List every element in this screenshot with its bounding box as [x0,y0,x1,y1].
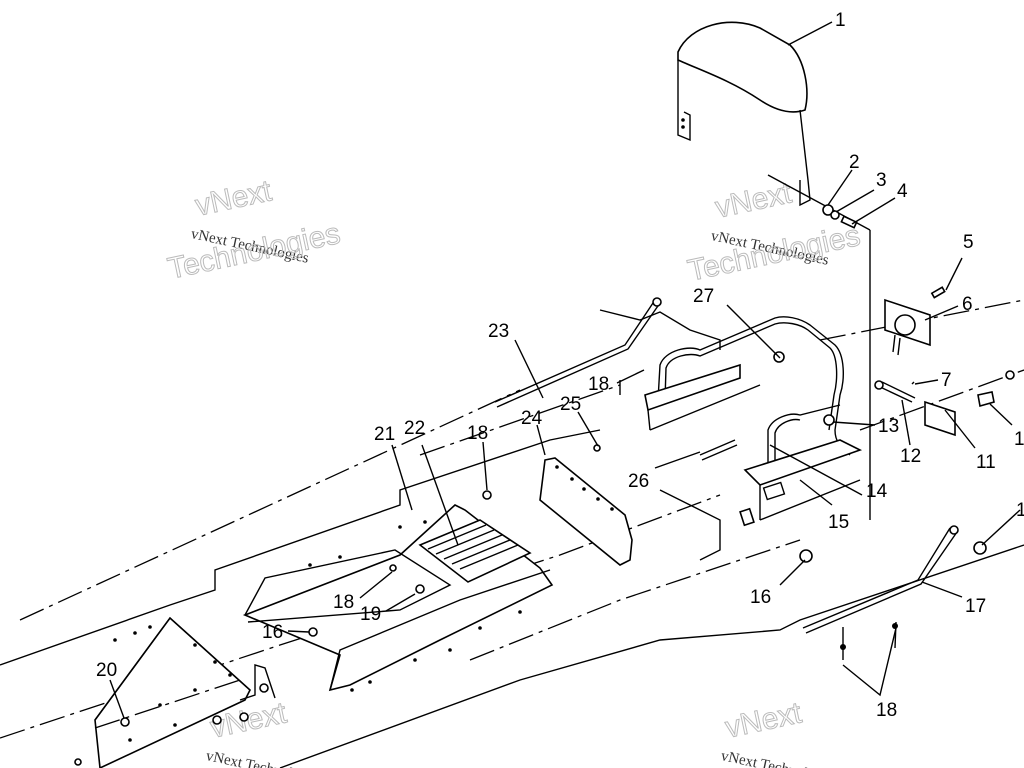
callout-3: 3 [876,170,887,191]
step-pad-ribs [427,524,519,570]
callout-18-plate: 18 [467,423,488,444]
watermark: vNext vNext Technologies Technologies [164,174,343,286]
callout-18-inner: 18 [333,592,354,613]
callout-13: 13 [878,416,899,437]
rear-rack [644,316,863,527]
callout-23: 23 [488,321,509,342]
callout-1: 1 [835,10,846,31]
callout-cap-nut: 1 [1016,500,1024,521]
callout-17: 17 [965,596,986,617]
callout-7: 7 [941,370,952,391]
callout-19: 19 [360,604,381,625]
bumper-rod-left [494,297,662,408]
callout-12: 12 [900,446,921,467]
callout-15: 15 [828,512,849,533]
callout-5: 5 [963,232,974,253]
callout-22: 22 [404,418,425,439]
watermark: vNext vNext Technologies [719,696,840,768]
watermark-big-top: vNext [192,174,275,222]
watermark: vNext vNext Technologies Technologies [684,176,863,288]
callout-6: 6 [962,294,973,315]
callout-16-left: 16 [262,622,283,643]
callout-16-right: 16 [750,587,771,608]
watermark-big-top: vNext [722,696,805,744]
callout-18-rack: 18 [588,374,609,395]
hardware-stack [822,204,858,229]
callout-4: 4 [897,181,908,202]
callout-27: 27 [693,286,714,307]
callout-26: 26 [628,471,649,492]
watermark-small: vNext Technologies [719,748,840,768]
callout-21: 21 [374,424,395,445]
backrest [677,21,811,207]
snow-flap [539,444,633,566]
callout-24: 24 [521,408,543,429]
callout-20: 20 [96,660,117,681]
spring [699,439,738,461]
callout-11: 11 [976,452,996,473]
tail-light-bracket [884,286,946,356]
callout-14: 14 [866,481,888,502]
callout-2: 2 [849,152,860,173]
callout-18-bumper: 18 [876,700,897,721]
callouts: 1 2 3 4 5 6 7 11 1 12 13 14 15 16 16 17 … [96,10,1024,721]
rear-tunnel-box [74,616,276,768]
tunnel-plate [242,490,554,692]
bumper-rod-right [799,525,987,660]
callout-25: 25 [560,394,581,415]
hinge-assembly [874,370,1015,437]
callout-10: 1 [1014,429,1024,450]
leader-lines [109,21,1021,719]
